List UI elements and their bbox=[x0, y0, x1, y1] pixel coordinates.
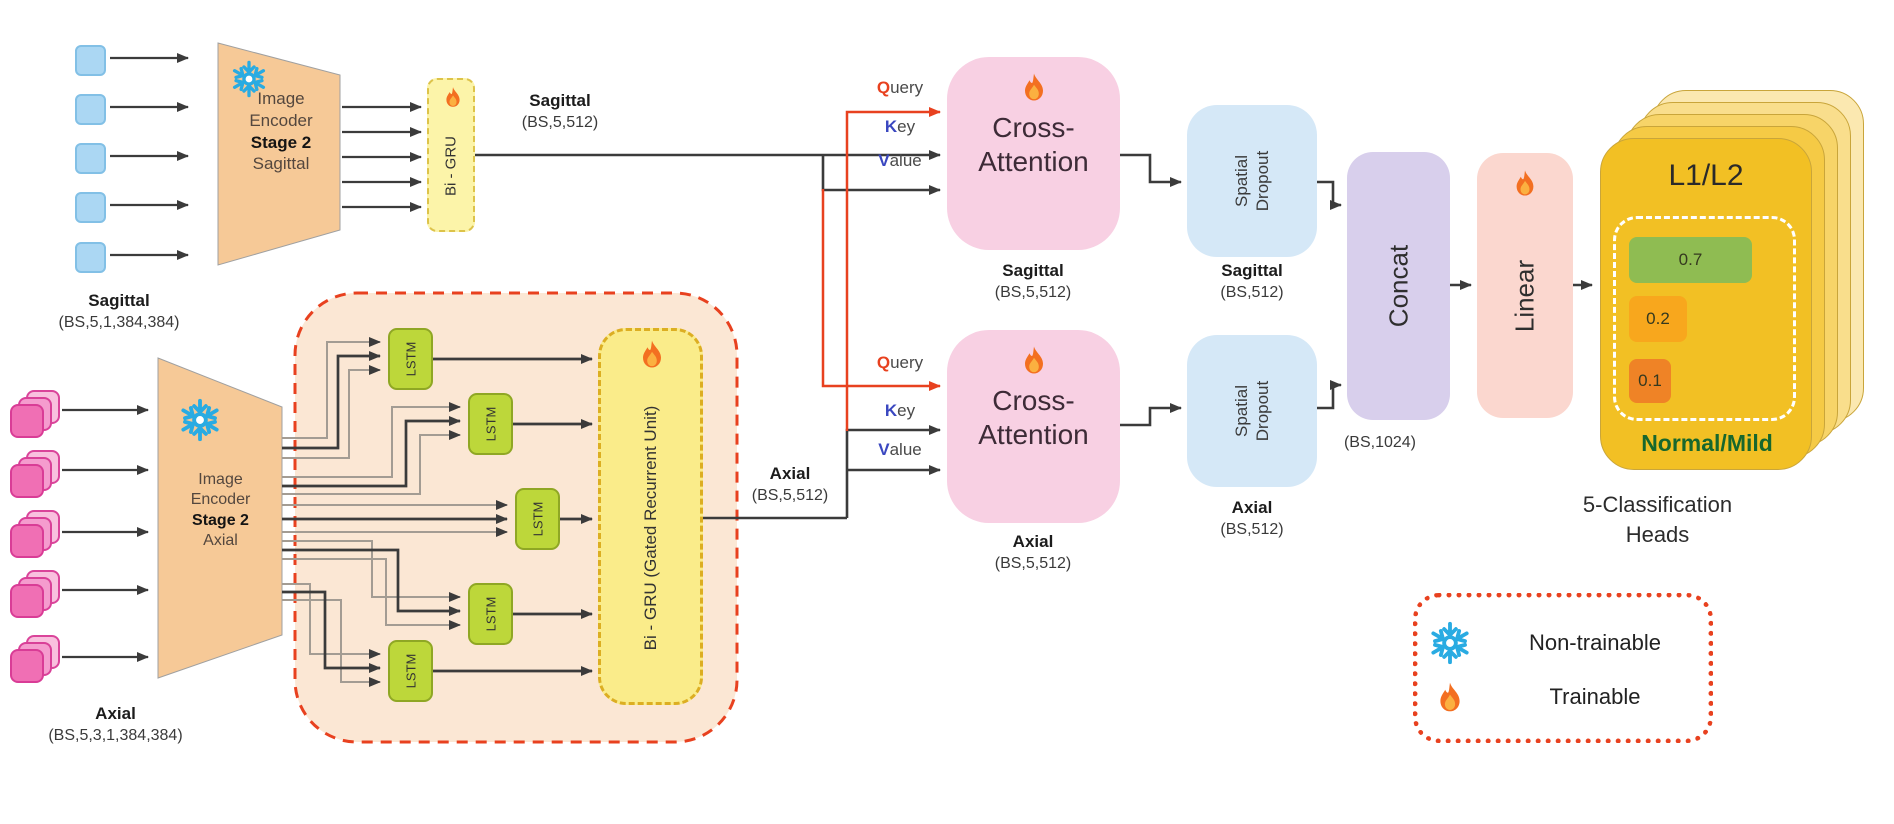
axial-input-arrows bbox=[62, 405, 149, 662]
concat-label: Concat bbox=[1383, 244, 1413, 328]
probability-value: 0.1 bbox=[1638, 371, 1662, 390]
linear-label: Linear bbox=[1509, 259, 1540, 333]
legend-trainable-label: Trainable bbox=[1549, 684, 1641, 709]
legend: Non-trainable Trainable bbox=[1413, 593, 1713, 743]
head-title: L1/L2 bbox=[1668, 159, 1744, 192]
flame-icon bbox=[1019, 71, 1049, 103]
lstm-label: LSTM bbox=[530, 501, 545, 537]
sagittal-wire-label: Sagittal (BS,5,512) bbox=[521, 91, 599, 131]
image-encoder-sagittal-label: Image Encoder Stage 2 Sagittal bbox=[249, 89, 313, 174]
key-label: Key bbox=[884, 117, 916, 136]
lstm-output-arrows bbox=[433, 354, 593, 676]
right-side-flow-arrows bbox=[1120, 153, 1593, 427]
flame-icon bbox=[637, 339, 667, 369]
sagittal-slice-square bbox=[75, 143, 106, 174]
value-label: Value bbox=[878, 440, 922, 459]
flame-icon bbox=[1511, 168, 1539, 198]
image-encoder-sagittal-shape bbox=[217, 42, 341, 266]
axial-wire-label: Axial (BS,5,512) bbox=[751, 464, 829, 504]
query-label: Query bbox=[876, 353, 924, 372]
lstm-label: LSTM bbox=[483, 596, 498, 632]
cross-attention-axial: Cross- Attention bbox=[947, 330, 1120, 523]
axial-slice-stack bbox=[10, 390, 60, 438]
legend-non-trainable-label: Non-trainable bbox=[1528, 630, 1662, 655]
legend-row-non-trainable: Non-trainable bbox=[1418, 621, 1708, 665]
lstm-label: LSTM bbox=[403, 653, 418, 689]
head-class-label: Normal/Mild bbox=[1641, 430, 1773, 456]
lstm-label: LSTM bbox=[483, 406, 498, 442]
flame-icon bbox=[442, 86, 464, 108]
key-label: Key bbox=[884, 401, 916, 420]
legend-row-trainable: Trainable bbox=[1418, 679, 1708, 715]
lstm-block: LSTM bbox=[468, 583, 513, 645]
lstm-block: LSTM bbox=[388, 640, 433, 702]
head-probability-box: 0.7 0.2 0.1 bbox=[1613, 216, 1796, 421]
qkv-routing-wires bbox=[475, 107, 941, 520]
sagittal-slice-square bbox=[75, 94, 106, 125]
bi-gru-sagittal-label: Bi - GRU bbox=[442, 135, 460, 196]
sagittal-input-label: Sagittal (BS,5,1,384,384) bbox=[58, 291, 180, 331]
snowflake-icon bbox=[1428, 621, 1472, 665]
spatial-dropout-label: Spatial Dropout bbox=[1231, 150, 1272, 212]
lstm-block: LSTM bbox=[388, 328, 433, 390]
spatial-dropout-label: Spatial Dropout bbox=[1231, 380, 1272, 442]
concat-shape-label: (BS,1024) bbox=[1343, 434, 1417, 451]
bi-gru-axial: Bi - GRU (Gated Recurrent Unit) bbox=[598, 328, 703, 705]
axial-slice-stack bbox=[10, 635, 60, 683]
sagittal-slice-square bbox=[75, 192, 106, 223]
query-label: Query bbox=[876, 78, 924, 97]
value-label: Value bbox=[878, 151, 922, 170]
bi-gru-sagittal: Bi - GRU bbox=[427, 78, 475, 232]
bi-gru-axial-label: Bi - GRU (Gated Recurrent Unit) bbox=[640, 405, 660, 650]
flame-icon bbox=[1019, 344, 1049, 376]
axial-slice-stack bbox=[10, 450, 60, 498]
flame-icon bbox=[1434, 679, 1466, 715]
sagittal-slice-square bbox=[75, 45, 106, 76]
image-encoder-axial-label: Image Encoder Stage 2 Axial bbox=[190, 471, 251, 550]
cross-attention-axial-out-label: Axial (BS,5,512) bbox=[994, 532, 1072, 572]
image-encoder-axial-shape bbox=[157, 357, 283, 679]
classification-heads-stack: L1/L2 0.7 0.2 0.1 Normal/Mild bbox=[1600, 86, 1870, 476]
cross-attention-sagittal: Cross- Attention bbox=[947, 57, 1120, 250]
heads-caption: 5-Classification Heads bbox=[1582, 492, 1733, 547]
spatial-dropout-sagittal-out-label: Sagittal (BS,512) bbox=[1220, 261, 1284, 301]
concat-block: Concat bbox=[1347, 152, 1450, 420]
lstm-block: LSTM bbox=[515, 488, 560, 550]
lstm-label: LSTM bbox=[403, 341, 418, 377]
axial-encoder-lstm-wires bbox=[282, 337, 508, 687]
cross-attention-sagittal-out-label: Sagittal (BS,5,512) bbox=[994, 261, 1072, 301]
head-card-front: L1/L2 0.7 0.2 0.1 Normal/Mild bbox=[1600, 138, 1812, 470]
spatial-dropout-axial: Spatial Dropout bbox=[1187, 335, 1317, 487]
axial-slice-stack bbox=[10, 570, 60, 618]
probability-bar: 0.7 bbox=[1629, 237, 1752, 283]
sagittal-encoder-output-arrows bbox=[342, 102, 422, 212]
spatial-dropout-axial-out-label: Axial (BS,512) bbox=[1220, 498, 1284, 538]
axial-input-label: Axial (BS,5,3,1,384,384) bbox=[48, 704, 183, 744]
linear-block: Linear bbox=[1477, 153, 1573, 418]
sagittal-slice-square bbox=[75, 242, 106, 273]
lstm-block: LSTM bbox=[468, 393, 513, 455]
sagittal-input-arrows bbox=[110, 53, 189, 260]
probability-value: 0.7 bbox=[1678, 250, 1703, 269]
axial-slice-stack bbox=[10, 510, 60, 558]
probability-bar: 0.2 bbox=[1629, 296, 1687, 342]
spatial-dropout-sagittal: Spatial Dropout bbox=[1187, 105, 1317, 257]
probability-value: 0.2 bbox=[1646, 309, 1670, 328]
probability-bar: 0.1 bbox=[1629, 359, 1671, 403]
